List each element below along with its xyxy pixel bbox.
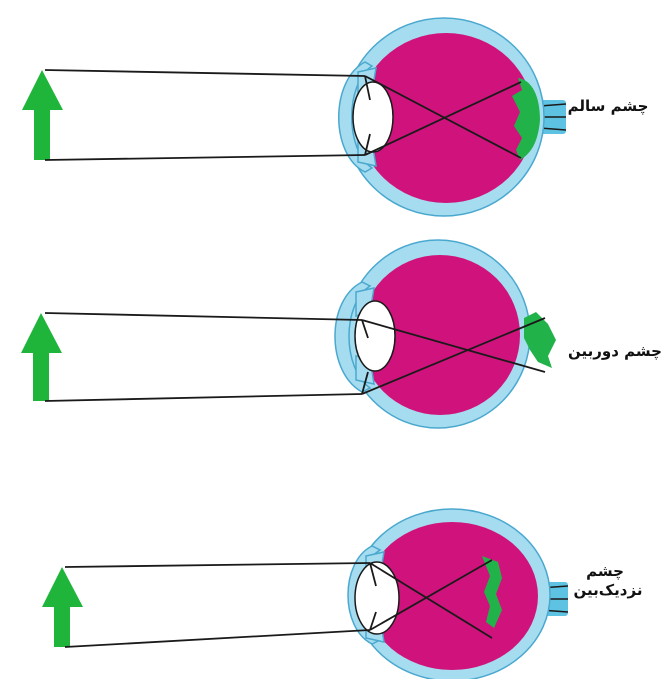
label-hyperopic-eye: چشم دوربین bbox=[566, 342, 664, 361]
label-myopic-eye-line2: نزدیک‌بین bbox=[568, 581, 648, 600]
myopic-eye-panel bbox=[42, 509, 568, 679]
lens bbox=[355, 562, 399, 634]
lens bbox=[355, 301, 395, 371]
hyperopic-eye-panel bbox=[21, 240, 556, 428]
object-arrow bbox=[42, 567, 83, 647]
lens bbox=[353, 82, 393, 152]
label-myopic-eye-line1: چشم bbox=[575, 562, 635, 581]
object-arrow bbox=[22, 70, 63, 160]
normal-eye-panel bbox=[22, 18, 566, 216]
object-arrow bbox=[21, 313, 62, 401]
label-normal-eye: چشم سالم bbox=[566, 97, 650, 116]
